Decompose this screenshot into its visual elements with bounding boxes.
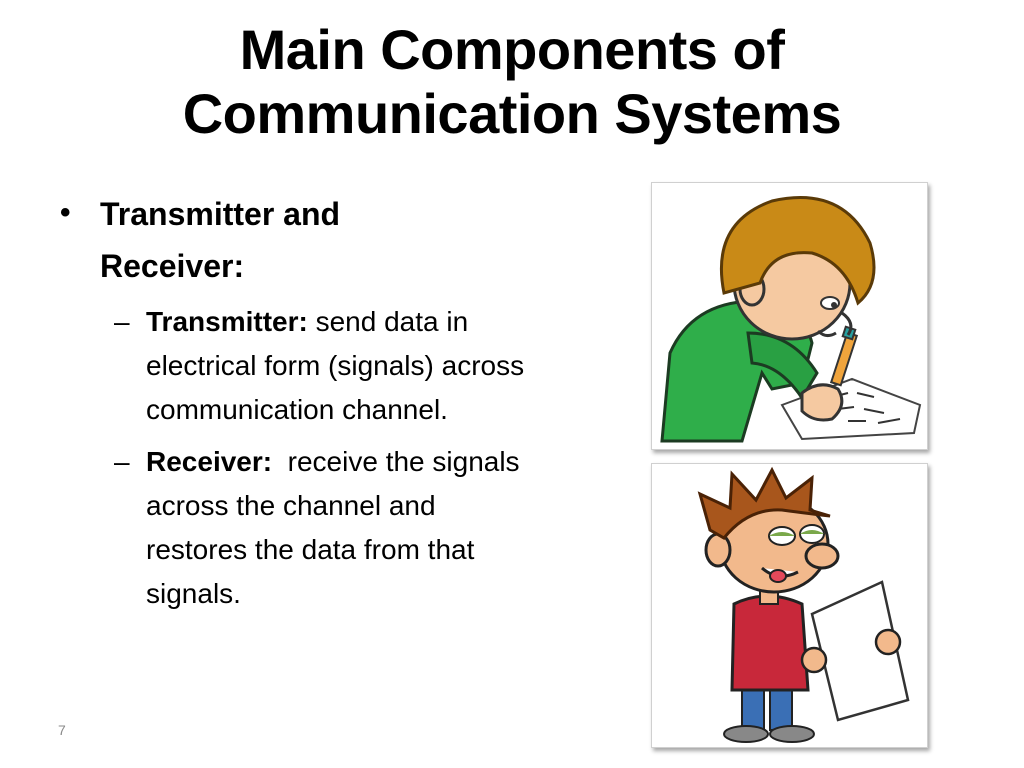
- bullet-label: Transmitter and Receiver:: [100, 196, 341, 284]
- desc-transmitter: send data in electrical form (signals) a…: [146, 306, 525, 425]
- slide-body: • Transmitter and Receiver: – Transmitte…: [60, 188, 540, 616]
- term-transmitter: Transmitter:: [146, 306, 308, 337]
- bullet-item: • Transmitter and Receiver:: [60, 188, 540, 292]
- boy-writing-image: [651, 182, 928, 450]
- title-line-2: Communication Systems: [182, 82, 842, 145]
- term-receiver: Receiver:: [146, 446, 273, 477]
- boy-writing-icon: [660, 196, 922, 443]
- slide-number: 7: [58, 722, 66, 738]
- title-line-1: Main Components of: [239, 18, 785, 81]
- sub-item-transmitter: – Transmitter: send data in electrical f…: [114, 300, 540, 432]
- boy-reading-icon: [697, 466, 910, 743]
- bullet-icon: •: [60, 196, 71, 229]
- slide-title: Main Components of Communication Systems: [0, 18, 1024, 146]
- dash-icon: –: [114, 446, 130, 477]
- boy-reading-image: [651, 463, 928, 748]
- dash-icon: –: [114, 306, 130, 337]
- desc-receiver: receive the signals across the channel a…: [146, 446, 528, 609]
- sub-item-receiver: – Receiver: receive the signals across t…: [114, 440, 540, 616]
